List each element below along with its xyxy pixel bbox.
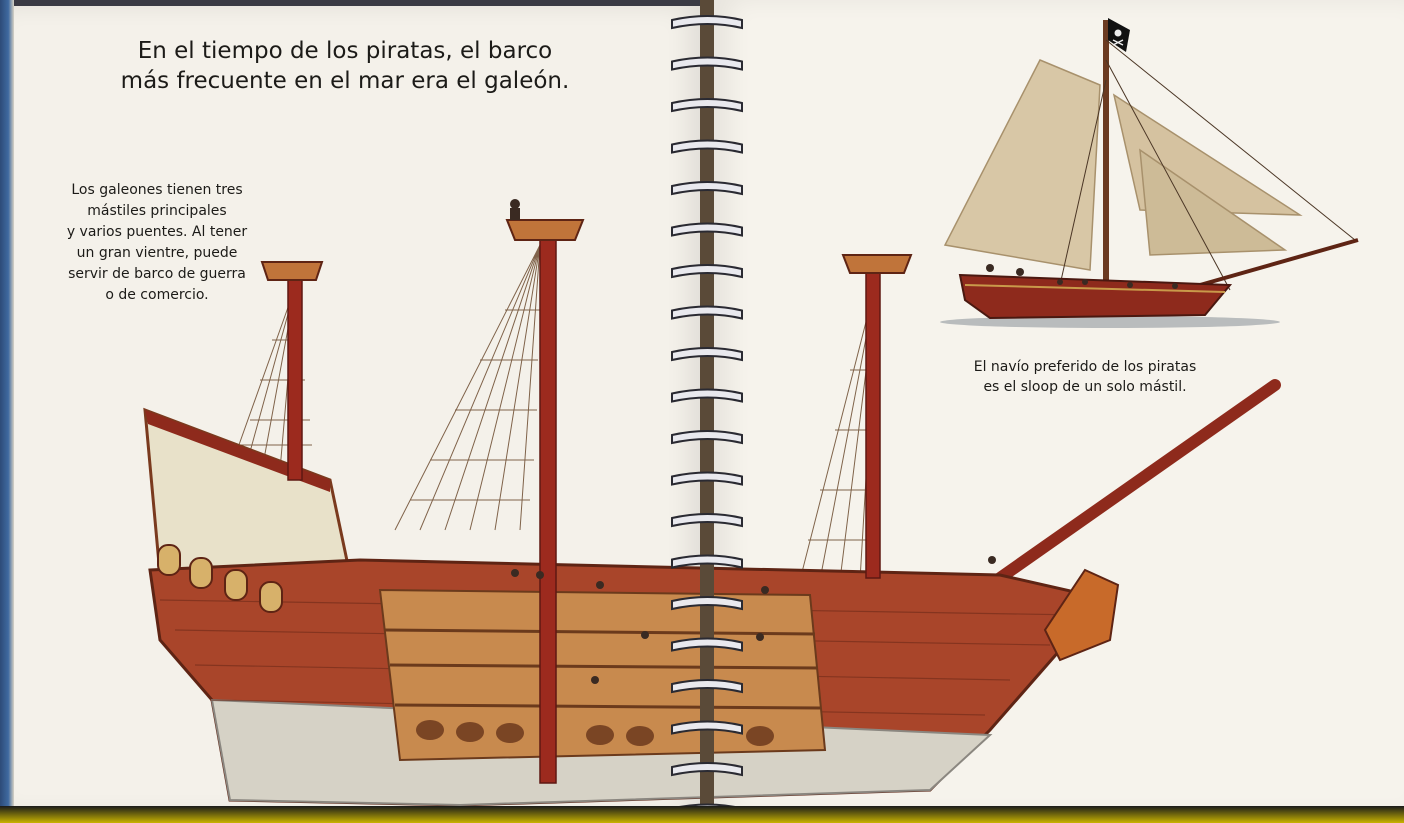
masts [287,237,881,784]
table-surface [0,806,1404,823]
binding-ring [671,222,743,237]
binding-ring [671,139,743,154]
binding-ring [671,305,743,320]
sloop-bowsprit [1199,238,1359,287]
spiral-binding [671,0,743,823]
binding-ring [671,720,743,735]
sloop-crew [986,264,1178,289]
binding-ring [671,471,743,486]
sloop-hull [958,273,1233,320]
binding-ring [671,596,743,611]
sloop-water [940,316,1280,328]
bowsprit [984,379,1281,591]
jolly-roger-flag-icon [1108,18,1130,52]
sloop-illustration [940,18,1359,328]
binding-ring [671,762,743,777]
binding-ring [671,56,743,71]
book-cover-edge [0,0,14,823]
sloop-mainsail [943,59,1101,271]
sloop-caption: El navío preferido de los piratas es el … [973,359,1197,395]
binding-ring [671,554,743,569]
sailor-figures [510,199,996,684]
binding-ring [671,679,743,694]
binding-ring [671,181,743,196]
cargo-barrels [416,720,774,746]
binding-ring [671,15,743,30]
binding-ring [671,264,743,279]
binding-ring [671,637,743,652]
sloop-staysail [1139,148,1288,256]
binding-ring [671,98,743,113]
page-title: En el tiempo de los piratas, el barco má… [120,38,570,94]
galleon-caption: Los galeones tienen tres mástiles princi… [66,182,248,303]
binding-ring [671,388,743,403]
rigging-nets [229,244,881,581]
binding-ring [671,347,743,362]
binding-ring [671,513,743,528]
fore-mast [865,267,881,579]
sloop-mast [1103,20,1109,292]
sloop-rigging [1059,39,1356,291]
cutaway-decks [384,628,821,710]
main-mast [539,237,557,784]
mizzen-mast [287,274,303,481]
binding-ring [671,430,743,445]
bow-figurehead [1043,568,1120,662]
stern-windows [157,544,283,613]
crows-nests [260,219,913,281]
sloop-rail [964,284,1226,293]
stern-rail [145,410,330,492]
